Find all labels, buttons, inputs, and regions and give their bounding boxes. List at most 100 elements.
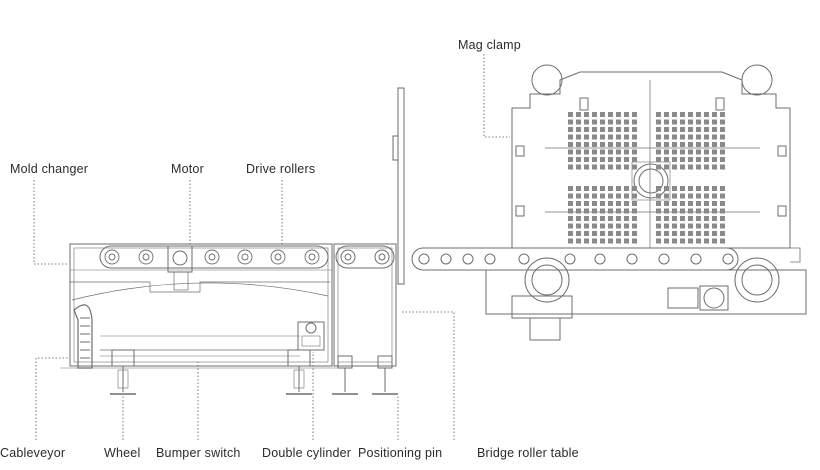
clamp-hole (592, 231, 597, 236)
clamp-hole (656, 149, 661, 155)
clamp-hole (720, 238, 725, 244)
clamp-hole (584, 127, 589, 132)
clamp-hole (704, 149, 709, 155)
clamp-hole (680, 186, 685, 191)
clamp-hole (624, 164, 629, 170)
clamp-hole (696, 223, 701, 229)
clamp-hole (608, 216, 613, 221)
clamp-hole (576, 186, 581, 191)
clamp-hole (616, 238, 621, 244)
clamp-hole (608, 223, 613, 229)
clamp-hole (672, 238, 677, 244)
clamp-hole (616, 157, 621, 162)
label-drive-rollers: Drive rollers (246, 162, 316, 176)
clamp-hole (608, 186, 613, 191)
clamp-hole (672, 134, 677, 140)
cableveyor (73, 304, 93, 369)
clamp-hole (600, 216, 605, 221)
clamp-hole (608, 231, 613, 236)
clamp-hole (664, 223, 669, 229)
clamp-hole (600, 157, 605, 162)
clamp-hole (576, 142, 581, 147)
clamp-hole (696, 112, 701, 117)
clamp-hole (592, 127, 597, 132)
clamp-hole (688, 142, 693, 147)
clamp-hole (600, 223, 605, 229)
clamp-hole (672, 223, 677, 229)
clamp-hole (712, 186, 717, 191)
platen-plate (392, 87, 405, 285)
clamp-hole (592, 134, 597, 140)
clamp-hole (720, 231, 725, 236)
clamp-hole (584, 149, 589, 155)
clamp-hole (688, 201, 693, 206)
clamp-hole (576, 231, 581, 236)
clamp-hole (704, 201, 709, 206)
clamp-hole (712, 231, 717, 236)
clamp-hole (608, 127, 613, 132)
clamp-hole (672, 149, 677, 155)
clamp-hole (720, 201, 725, 206)
clamp-hole (568, 119, 573, 125)
clamp-hole (592, 208, 597, 214)
clamp-hole (568, 142, 573, 147)
double-cylinder (297, 321, 325, 351)
clamp-hole (704, 231, 709, 236)
clamp-hole (680, 149, 685, 155)
clamp-hole (584, 223, 589, 229)
clamp-hole (600, 164, 605, 170)
clamp-hole (624, 201, 629, 206)
clamp-hole (712, 223, 717, 229)
bumper-switch (286, 349, 312, 395)
clamp-hole (568, 112, 573, 117)
clamp-hole (568, 223, 573, 229)
clamp-hole (568, 134, 573, 140)
clamp-hole (656, 127, 661, 132)
clamp-hole (712, 208, 717, 214)
clamp-hole (664, 142, 669, 147)
clamp-hole (664, 208, 669, 214)
clamp-hole (656, 112, 661, 117)
clamp-hole (712, 127, 717, 132)
clamp-hole (576, 149, 581, 155)
clamp-hole (600, 193, 605, 199)
clamp-hole (680, 157, 685, 162)
clamp-hole (672, 119, 677, 125)
clamp-hole (624, 157, 629, 162)
clamp-hole (664, 119, 669, 125)
clamp-hole (712, 216, 717, 221)
clamp-hole (704, 134, 709, 140)
clamp-hole (712, 157, 717, 162)
clamp-hole (592, 193, 597, 199)
clamp-hole (672, 164, 677, 170)
clamp-grid-holes (568, 112, 725, 244)
clamp-hole (632, 238, 637, 244)
clamp-hole (704, 186, 709, 191)
label-cableveyor: Cableveyor (0, 446, 66, 460)
clamp-hole (712, 238, 717, 244)
mold-changer-body (69, 243, 333, 367)
clamp-hole (720, 193, 725, 199)
clamp-hole (704, 216, 709, 221)
clamp-hole (576, 223, 581, 229)
clamp-hole (576, 208, 581, 214)
clamp-hole (672, 231, 677, 236)
clamp-hole (600, 201, 605, 206)
wheel (110, 349, 136, 395)
clamp-hole (712, 142, 717, 147)
clamp-hole (688, 127, 693, 132)
clamp-hole (680, 208, 685, 214)
clamp-hole (672, 186, 677, 191)
clamp-hole (688, 231, 693, 236)
clamp-hole (656, 134, 661, 140)
clamp-hole (608, 149, 613, 155)
label-mold-changer: Mold changer (10, 162, 89, 176)
clamp-hole (568, 186, 573, 191)
clamp-hole (704, 142, 709, 147)
clamp-hole (696, 201, 701, 206)
clamp-hole (704, 193, 709, 199)
clamp-hole (672, 216, 677, 221)
clamp-hole (704, 208, 709, 214)
clamp-hole (576, 112, 581, 117)
